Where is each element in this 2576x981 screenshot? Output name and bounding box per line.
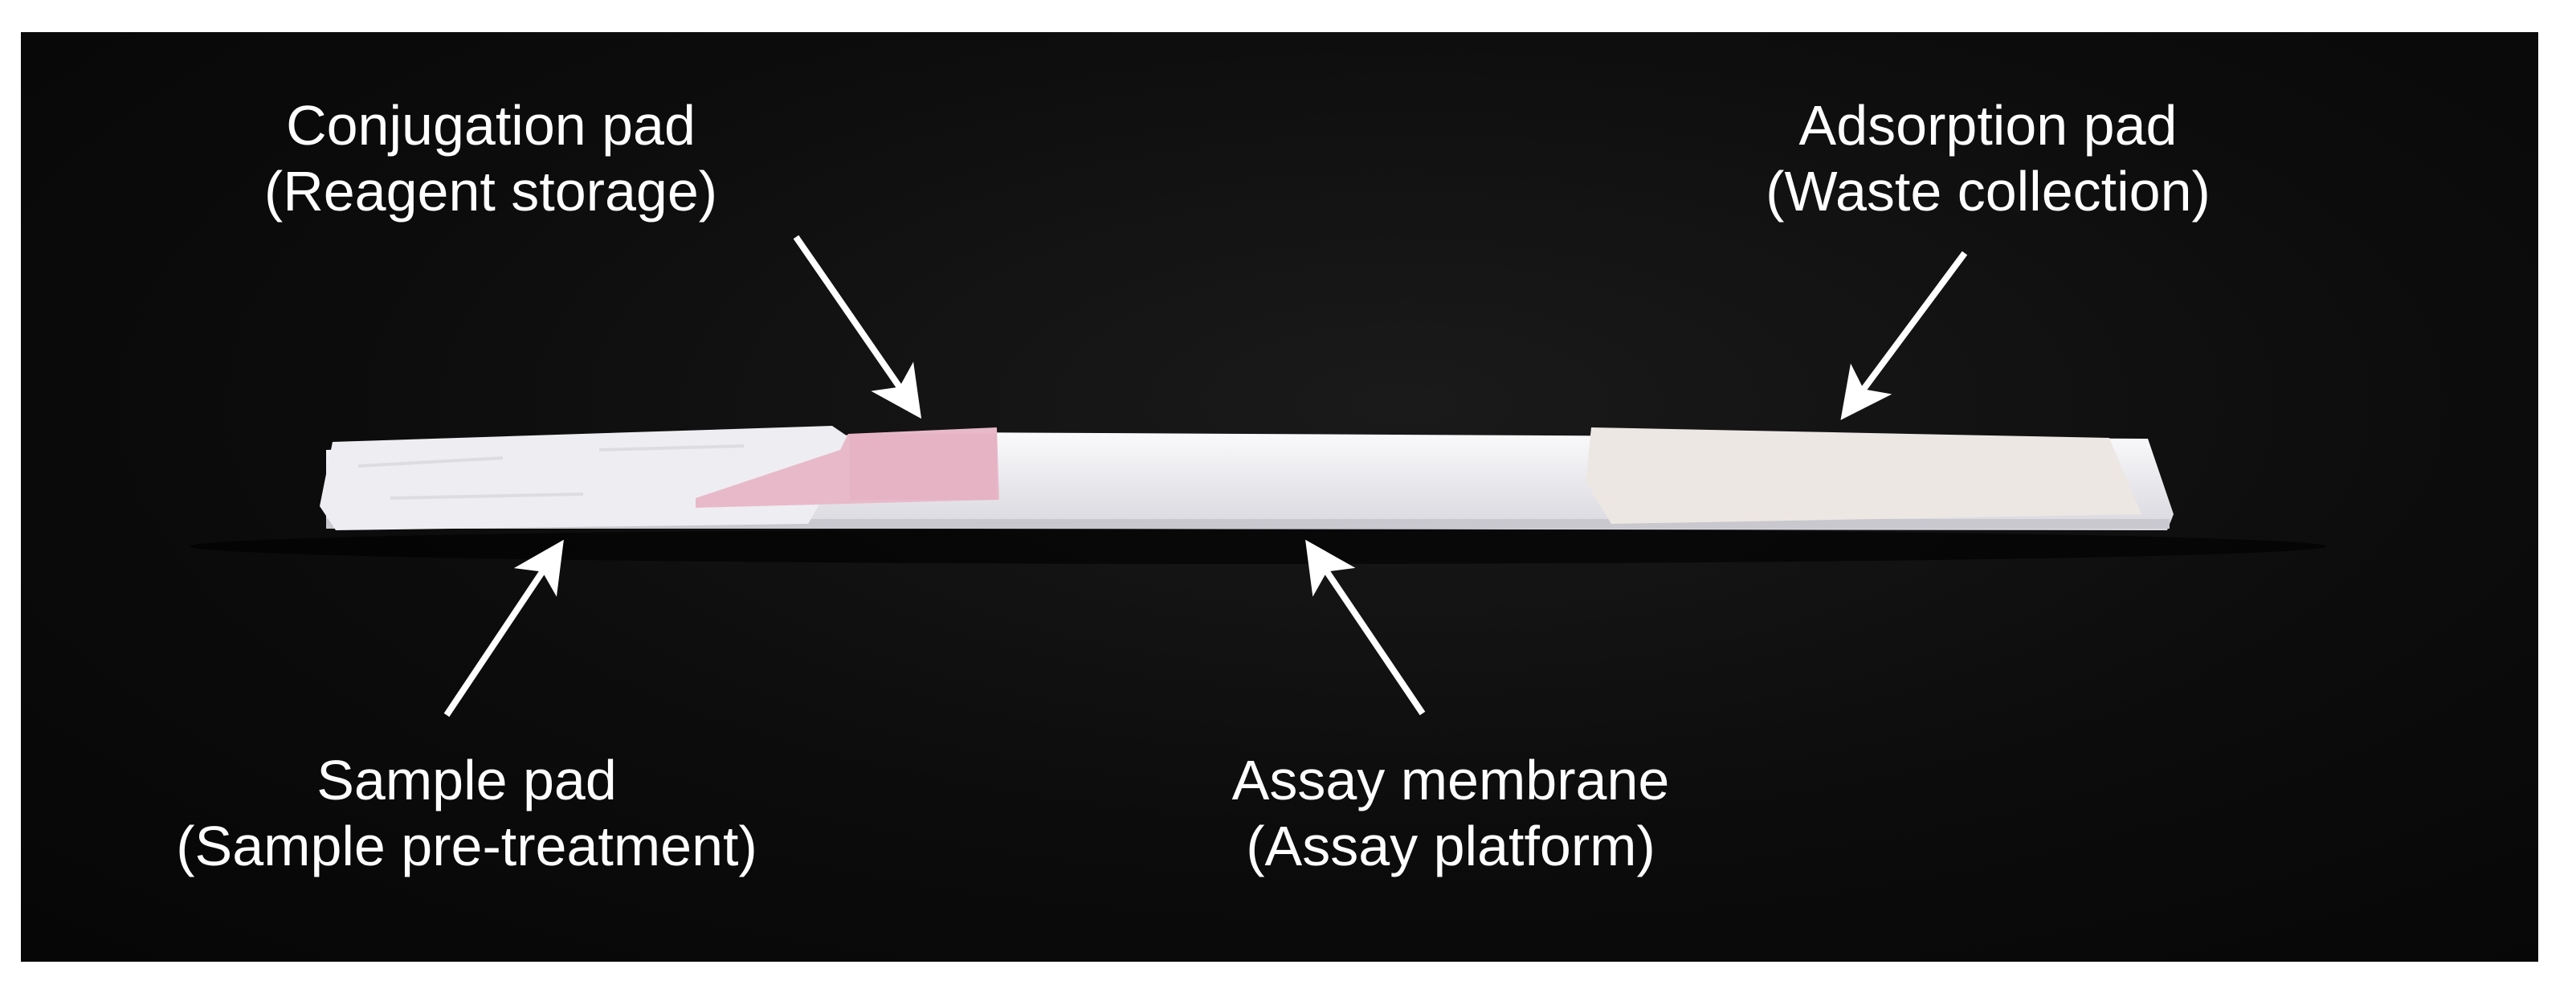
arrow-sample: [443, 539, 564, 717]
label-assay-membrane: Assay membrane (Assay platform): [1232, 747, 1670, 879]
label-adsorption-pad: Adsorption pad (Waste collection): [1766, 92, 2211, 224]
photo-background: Conjugation pad (Reagent storage) Adsorp…: [21, 32, 2538, 962]
arrow-adsorption: [1840, 251, 1968, 420]
label-conjugation-pad: Conjugation pad (Reagent storage): [264, 92, 717, 224]
label-conjugation-subtitle: (Reagent storage): [263, 160, 718, 223]
label-adsorption-subtitle: (Waste collection): [1766, 160, 2211, 223]
label-sample-subtitle: (Sample pre-treatment): [176, 815, 757, 877]
arrow-conjugation: [793, 235, 922, 419]
test-strip-scene: [190, 235, 2326, 717]
label-sample-title: Sample pad: [316, 749, 617, 811]
label-adsorption-title: Adsorption pad: [1798, 94, 2178, 157]
label-sample-pad: Sample pad (Sample pre-treatment): [176, 747, 757, 879]
strip-shadow: [190, 529, 2326, 564]
label-membrane-title: Assay membrane: [1231, 749, 1670, 811]
label-conjugation-title: Conjugation pad: [286, 94, 696, 157]
adsorption-pad: [1586, 427, 2141, 524]
arrow-membrane: [1305, 539, 1426, 716]
label-membrane-subtitle: (Assay platform): [1246, 815, 1655, 877]
